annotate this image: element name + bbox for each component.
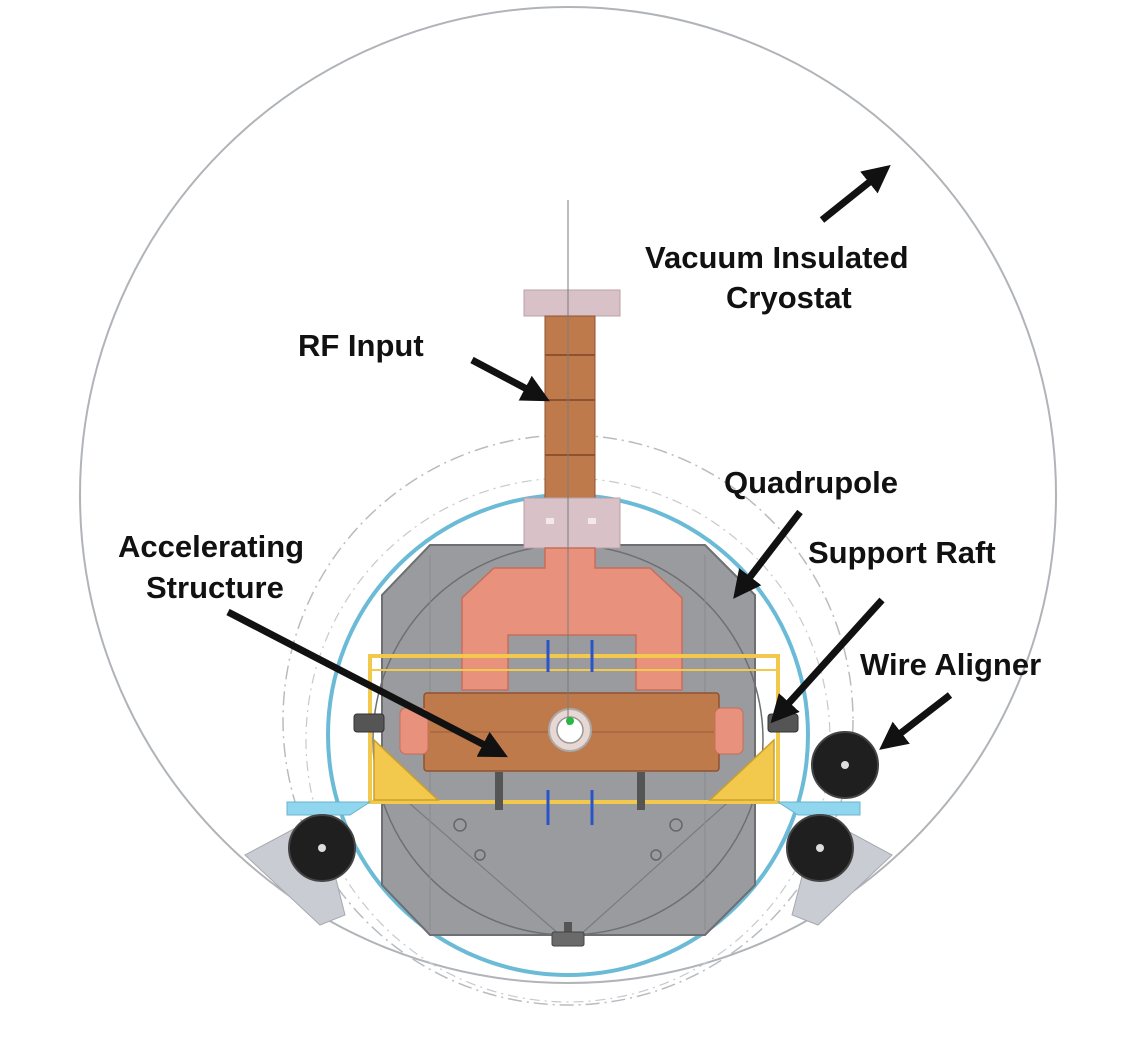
roller-right-bottom xyxy=(786,814,854,882)
label-wire-aligner: Wire Aligner xyxy=(860,647,1041,682)
wedge-right xyxy=(776,801,861,816)
accel-end-cap-right xyxy=(714,707,744,755)
label-cryostat-line2: Cryostat xyxy=(726,280,852,315)
label-quadrupole: Quadrupole xyxy=(724,465,898,500)
rf-coupler-manifold xyxy=(461,547,683,691)
callout-arrows xyxy=(226,165,953,758)
support-raft-gusset-left xyxy=(373,738,440,801)
wire-aligner-roller xyxy=(811,731,879,799)
rf-lower-flange xyxy=(523,497,621,549)
rf-flange-slots xyxy=(546,518,596,524)
quadrupole-seam xyxy=(399,794,561,936)
beam-axis-marker xyxy=(566,717,574,725)
rf-waveguide xyxy=(544,315,596,499)
arrow-support-raft xyxy=(770,597,885,724)
quadrupole-bolts xyxy=(453,818,683,861)
support-raft-gusset-right xyxy=(708,738,775,801)
rf-waveguide-segments xyxy=(545,354,595,456)
rf-top-flange xyxy=(523,289,621,317)
quadrupole-seam xyxy=(579,794,737,936)
arrow-accelerating-structure xyxy=(226,608,508,758)
label-support-raft: Support Raft xyxy=(808,535,996,570)
cryostat-outer-wall xyxy=(79,6,1057,984)
label-accelerating-line1: Accelerating xyxy=(118,529,304,564)
label-rf-input: RF Input xyxy=(298,328,424,363)
arrow-cryostat xyxy=(819,165,891,223)
bottom-bolt-head xyxy=(551,931,585,947)
arrow-wire-aligner xyxy=(879,692,953,750)
arrow-rf-input xyxy=(470,356,550,402)
label-cryostat-line1: Vacuum Insulated xyxy=(645,240,909,275)
alignment-marks xyxy=(546,640,594,825)
inner-reference-circle xyxy=(282,434,854,1006)
label-accelerating-line2: Structure xyxy=(146,570,284,605)
arrow-quadrupole xyxy=(733,509,803,599)
roller-left xyxy=(288,814,356,882)
wedge-left xyxy=(286,801,372,816)
